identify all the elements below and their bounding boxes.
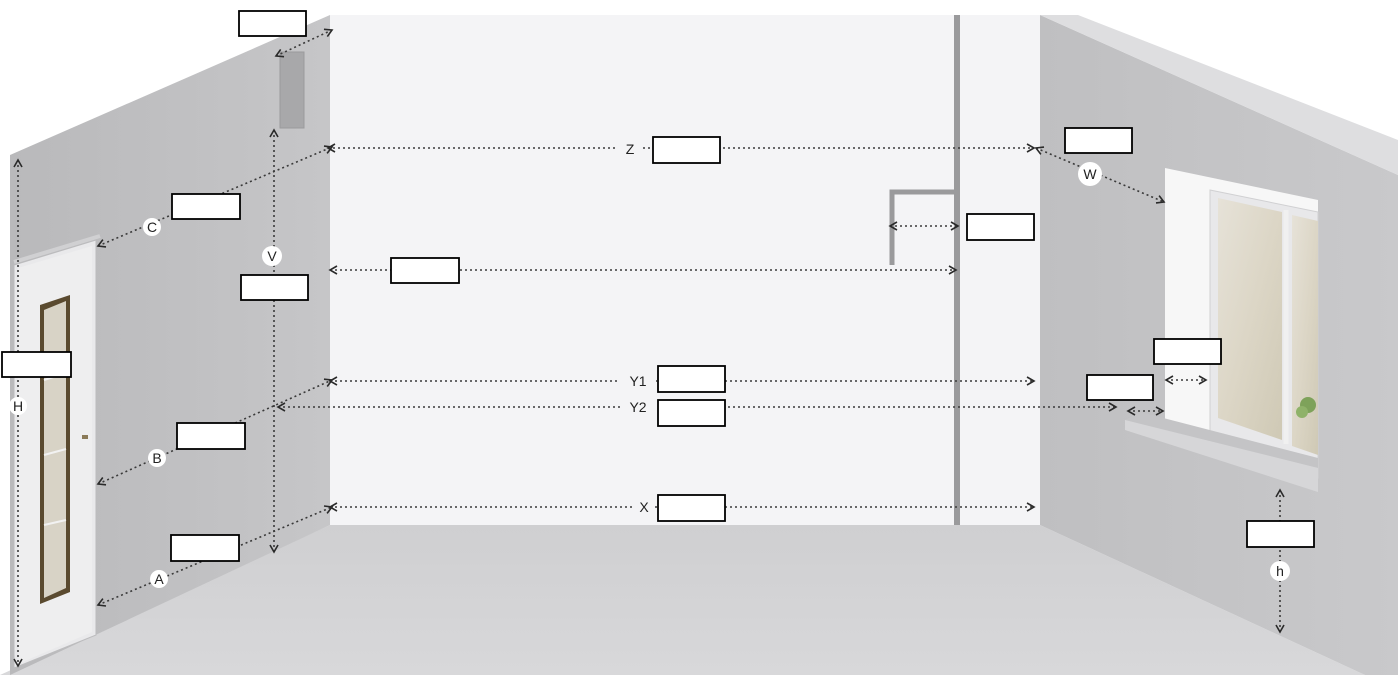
label-x: X [639,499,649,515]
label-v: V [267,248,277,264]
box-h-sill[interactable] [1246,520,1315,548]
label-w: W [1083,166,1097,182]
label-h-height: H [13,398,23,414]
box-y2[interactable] [657,399,726,427]
box-window-reveal[interactable] [1086,374,1154,401]
pipe-bracket [889,189,954,265]
window [1125,168,1319,492]
box-c[interactable] [171,193,241,220]
label-c: C [147,219,157,235]
box-vent-width[interactable] [238,10,307,37]
label-y2: Y2 [629,399,646,415]
box-pipe-distance[interactable] [390,257,460,284]
box-bracket[interactable] [966,213,1035,241]
box-v[interactable] [240,274,309,301]
box-y1[interactable] [657,365,726,393]
box-x[interactable] [657,494,726,522]
box-z[interactable] [652,136,721,164]
label-y1: Y1 [629,373,646,389]
label-b: B [152,450,161,466]
box-w[interactable] [1064,127,1133,154]
answer-boxes [1,10,1315,562]
dimension-labels: C V H B A Z Y1 Y2 X W h [9,140,1290,588]
vertical-pipe [954,15,960,525]
wall-vent [279,51,305,129]
box-a[interactable] [170,534,240,562]
box-b[interactable] [176,422,246,450]
box-window-frame[interactable] [1153,338,1222,365]
right-wall-top-edge [1040,15,1398,175]
label-h-sill: h [1276,563,1284,579]
label-z: Z [626,141,635,157]
door [13,234,101,669]
label-a: A [154,571,164,587]
floor [0,525,1365,675]
box-h[interactable] [1,351,72,378]
